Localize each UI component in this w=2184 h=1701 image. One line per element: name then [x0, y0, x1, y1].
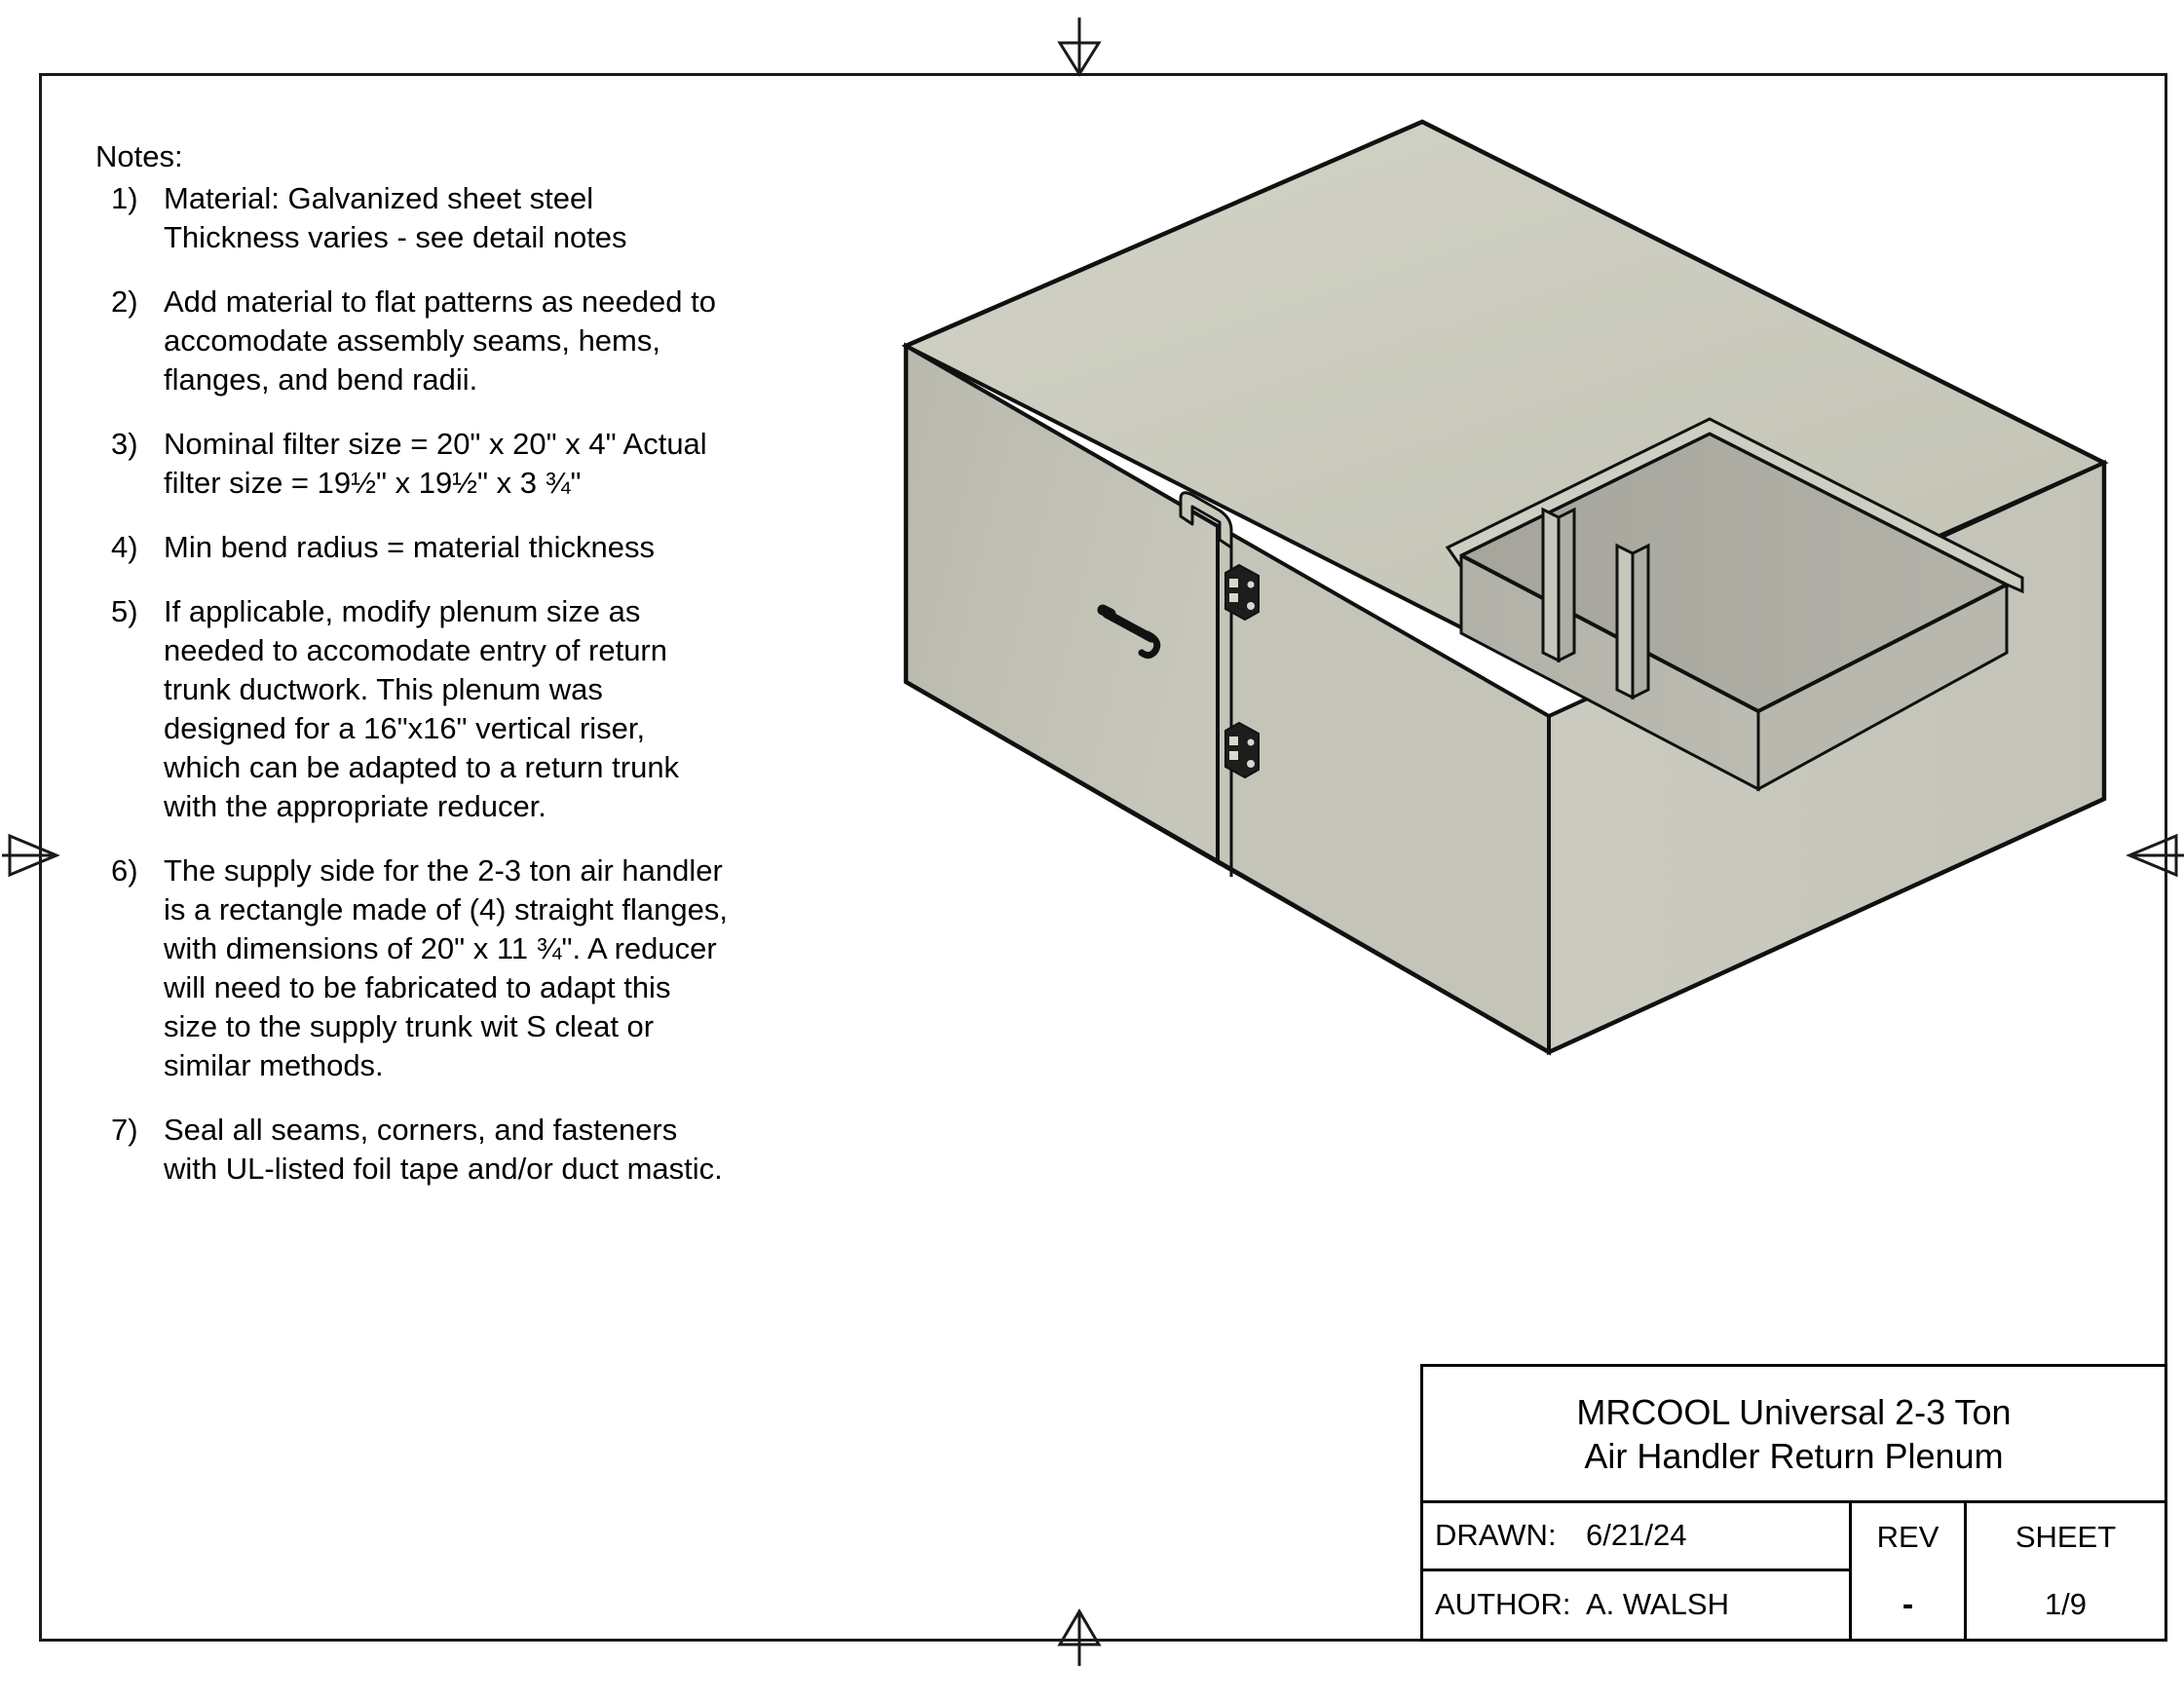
author-row: AUTHOR: A. WALSH [1423, 1571, 1849, 1640]
note-number: 3) [111, 427, 138, 461]
note-item: 3) Nominal filter size = 20" x 20" x 4" … [95, 425, 865, 503]
door-hinge-lower [1224, 721, 1260, 779]
filter-opening [1445, 417, 2024, 792]
drawn-row: DRAWN: 6/21/24 [1423, 1503, 1849, 1571]
door-handle [1097, 604, 1161, 660]
title-block: MRCOOL Universal 2-3 Ton Air Handler Ret… [1420, 1364, 2167, 1642]
filter-rails [1541, 507, 1650, 700]
title-block-left-column: DRAWN: 6/21/24 AUTHOR: A. WALSH [1423, 1503, 1852, 1639]
note-item: 2) Add material to flat patterns as need… [95, 283, 865, 399]
note-item: 6) The supply side for the 2-3 ton air h… [95, 851, 865, 1085]
note-number: 4) [111, 530, 138, 564]
drawn-label: DRAWN: [1435, 1518, 1557, 1553]
sheet-label: SHEET [2015, 1519, 2117, 1554]
centering-mark-top-icon [1050, 18, 1109, 77]
author-label: AUTHOR: [1435, 1587, 1571, 1622]
note-text: Seal all seams, corners, and fasteners w… [164, 1113, 723, 1186]
note-number: 5) [111, 594, 138, 628]
note-text: Min bend radius = material thickness [164, 530, 655, 564]
drawn-value: 6/21/24 [1586, 1518, 1687, 1553]
door-hinge-upper [1224, 563, 1260, 622]
rev-value: - [1902, 1585, 1914, 1623]
note-number: 1) [111, 181, 138, 215]
note-number: 7) [111, 1113, 138, 1147]
note-item: 1) Material: Galvanized sheet steel Thic… [95, 179, 865, 257]
title-block-title-cell: MRCOOL Universal 2-3 Ton Air Handler Ret… [1423, 1367, 2165, 1503]
note-item: 5) If applicable, modify plenum size as … [95, 592, 865, 826]
sheet-column: SHEET 1/9 [1967, 1503, 2165, 1639]
note-item: 7) Seal all seams, corners, and fastener… [95, 1111, 865, 1189]
rev-column: REV - [1852, 1503, 1967, 1639]
plenum-silhouette-outline [903, 119, 2107, 1055]
notes-heading: Notes: [95, 139, 183, 173]
isometric-return-plenum-model [877, 107, 2124, 1198]
author-value: A. WALSH [1586, 1587, 1729, 1622]
note-number: 6) [111, 853, 138, 888]
note-text: Add material to flat patterns as needed … [164, 284, 716, 397]
note-item: 4) Min bend radius = material thickness [95, 528, 865, 567]
note-text: Material: Galvanized sheet steel Thickne… [164, 181, 627, 254]
rev-label: REV [1876, 1519, 1939, 1554]
centering-mark-right-icon [2112, 826, 2184, 885]
note-number: 2) [111, 284, 138, 319]
sheet-value: 1/9 [2044, 1587, 2088, 1622]
note-text: If applicable, modify plenum size as nee… [164, 594, 680, 823]
note-text: The supply side for the 2-3 ton air hand… [164, 853, 728, 1082]
title-block-lower: DRAWN: 6/21/24 AUTHOR: A. WALSH REV - SH… [1423, 1503, 2165, 1639]
note-text: Nominal filter size = 20" x 20" x 4" Act… [164, 427, 707, 500]
centering-mark-left-icon [2, 826, 60, 885]
drawing-title: MRCOOL Universal 2-3 Ton Air Handler Ret… [1576, 1391, 2012, 1476]
notes-block: Notes: 1) Material: Galvanized sheet ste… [95, 138, 865, 1214]
centering-mark-bottom-icon [1050, 1608, 1109, 1668]
drawing-sheet-border [39, 73, 2167, 1642]
